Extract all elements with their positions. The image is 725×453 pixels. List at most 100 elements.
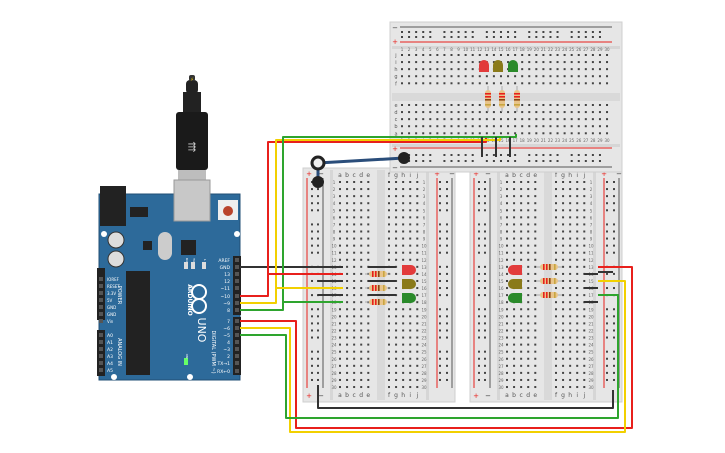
rail-hole[interactable]	[422, 160, 425, 162]
hole[interactable]	[513, 244, 516, 247]
rail-hole[interactable]	[317, 244, 319, 247]
hole[interactable]	[339, 258, 341, 261]
rail-hole[interactable]	[439, 378, 441, 381]
hole[interactable]	[576, 329, 579, 332]
hole[interactable]	[513, 350, 516, 353]
hole[interactable]	[549, 54, 552, 56]
hole[interactable]	[584, 125, 587, 128]
hole[interactable]	[521, 132, 524, 135]
hole[interactable]	[388, 244, 390, 247]
hole[interactable]	[416, 350, 419, 353]
rail-hole[interactable]	[613, 364, 615, 367]
rail-hole[interactable]	[584, 160, 587, 162]
rail-hole[interactable]	[514, 36, 517, 38]
hole[interactable]	[591, 125, 594, 128]
hole[interactable]	[576, 195, 579, 198]
hole[interactable]	[416, 181, 419, 183]
hole[interactable]	[429, 125, 432, 128]
rail-hole[interactable]	[408, 31, 411, 33]
hole[interactable]	[436, 132, 439, 135]
rail-hole[interactable]	[446, 195, 448, 198]
hole[interactable]	[556, 54, 559, 56]
hole[interactable]	[416, 343, 419, 346]
hole[interactable]	[339, 188, 341, 191]
hole[interactable]	[527, 308, 530, 311]
hole[interactable]	[506, 315, 508, 318]
hole[interactable]	[339, 308, 341, 311]
rail-hole[interactable]	[484, 279, 486, 282]
hole[interactable]	[527, 371, 530, 374]
hole[interactable]	[353, 216, 356, 219]
led-yellow-left[interactable]	[402, 279, 416, 289]
hole[interactable]	[534, 371, 537, 374]
hole[interactable]	[534, 216, 537, 219]
hole[interactable]	[606, 118, 609, 121]
hole[interactable]	[528, 104, 531, 106]
hole[interactable]	[457, 68, 460, 71]
rail-hole[interactable]	[401, 31, 403, 33]
hole[interactable]	[506, 258, 508, 261]
hole[interactable]	[353, 209, 356, 212]
rail-hole[interactable]	[606, 181, 608, 183]
hole[interactable]	[507, 54, 510, 56]
hole[interactable]	[367, 223, 370, 226]
hole[interactable]	[534, 301, 537, 304]
hole[interactable]	[353, 237, 356, 240]
rail-hole[interactable]	[317, 350, 319, 353]
rail-hole[interactable]	[311, 223, 313, 226]
hole[interactable]	[506, 308, 508, 311]
hole[interactable]	[353, 343, 356, 346]
hole[interactable]	[415, 61, 418, 64]
hole[interactable]	[542, 61, 545, 64]
hole[interactable]	[569, 216, 572, 219]
hole[interactable]	[367, 343, 370, 346]
rail-hole[interactable]	[317, 329, 319, 332]
hole[interactable]	[583, 230, 586, 233]
rail-hole[interactable]	[606, 202, 608, 205]
rail-hole[interactable]	[478, 195, 480, 198]
hole[interactable]	[346, 258, 349, 261]
hole[interactable]	[520, 343, 523, 346]
rail-hole[interactable]	[478, 350, 480, 353]
hole[interactable]	[499, 132, 502, 135]
hole[interactable]	[353, 315, 356, 318]
hole[interactable]	[562, 386, 565, 389]
hole[interactable]	[388, 315, 390, 318]
hole[interactable]	[429, 132, 432, 135]
hole[interactable]	[408, 132, 411, 135]
hole[interactable]	[507, 118, 510, 121]
hole[interactable]	[346, 322, 349, 325]
hole[interactable]	[562, 279, 565, 282]
hole[interactable]	[606, 61, 609, 64]
hole[interactable]	[556, 104, 559, 106]
rail-hole[interactable]	[556, 154, 559, 156]
hole[interactable]	[569, 188, 572, 191]
rail-hole[interactable]	[478, 265, 480, 268]
rail-hole[interactable]	[598, 154, 601, 156]
pin-2[interactable]	[235, 354, 239, 358]
rail-hole[interactable]	[443, 154, 446, 156]
hole[interactable]	[346, 364, 349, 367]
hole[interactable]	[506, 181, 508, 183]
rail-hole[interactable]	[439, 230, 441, 233]
hole[interactable]	[367, 308, 370, 311]
hole[interactable]	[402, 181, 405, 183]
hole[interactable]	[527, 181, 530, 183]
hole[interactable]	[520, 181, 523, 183]
hole[interactable]	[346, 343, 349, 346]
hole[interactable]	[542, 125, 545, 128]
rail-hole[interactable]	[446, 322, 448, 325]
rail-hole[interactable]	[478, 209, 480, 212]
pin-AREF[interactable]	[235, 258, 239, 262]
hole[interactable]	[513, 308, 516, 311]
pin-A4[interactable]	[99, 361, 103, 365]
hole[interactable]	[583, 322, 586, 325]
hole[interactable]	[360, 322, 363, 325]
hole[interactable]	[606, 68, 609, 71]
rail-hole[interactable]	[492, 154, 495, 156]
rail-hole[interactable]	[606, 315, 608, 318]
hole[interactable]	[346, 195, 349, 198]
hole[interactable]	[562, 322, 565, 325]
hole[interactable]	[388, 386, 390, 389]
hole[interactable]	[346, 223, 349, 226]
